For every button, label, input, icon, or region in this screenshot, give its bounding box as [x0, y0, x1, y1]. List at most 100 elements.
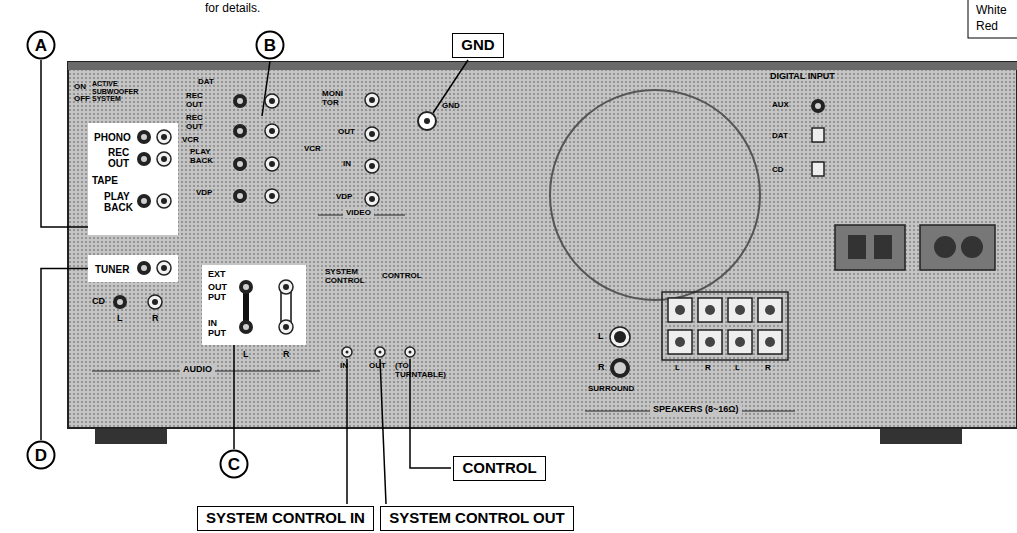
jack-label: TAPE: [92, 175, 118, 186]
callout-text: SYSTEM CONTROL OUT: [389, 510, 565, 527]
panel-label: SPEAKERS (8~16Ω): [650, 405, 742, 415]
rca-jack: [365, 93, 379, 107]
callout-box: CONTROL: [453, 456, 546, 481]
rca-jack-pin: [237, 193, 243, 199]
callout-circle-outline: [221, 451, 248, 478]
speaker-terminal-screw: [705, 305, 715, 315]
rca-jack-pin: [614, 362, 626, 374]
page-text: for details.: [205, 2, 260, 15]
jack-label: OUT PUT: [208, 283, 236, 303]
rca-jack: [137, 261, 151, 275]
jack-group-box: EXTOUT PUTIN PUT: [202, 265, 306, 345]
digital-optical-jack: [812, 128, 824, 142]
leader-line-path: [41, 269, 88, 441]
rca-jack: [233, 94, 247, 108]
callout-box: SYSTEM CONTROL OUT: [380, 506, 574, 531]
top-table-outline: [968, 0, 1017, 38]
ac-outlet: [920, 225, 995, 270]
callout-circle-outline: [28, 442, 55, 469]
panel-label: SYSTEM CONTROL: [325, 268, 373, 286]
rca-jack: [610, 358, 630, 378]
rca-jack-pin: [161, 265, 167, 271]
speaker-terminal-frame: [662, 292, 788, 360]
callout-letter: C: [219, 449, 249, 479]
rca-jack-pin: [237, 161, 243, 167]
jack-label: PLAY BACK: [104, 191, 138, 213]
ac-outlet: [835, 225, 905, 270]
speaker-terminal: [728, 330, 752, 354]
panel-body: [68, 62, 1017, 428]
speaker-terminal-screw: [735, 337, 745, 347]
jack-label: EXT: [208, 270, 226, 280]
speaker-terminal: [758, 330, 782, 354]
rca-jack: [375, 347, 385, 357]
speaker-terminal-screw: [675, 337, 685, 347]
rca-jack-pin: [369, 163, 375, 169]
panel-label: IN: [343, 160, 351, 169]
callout-box: SYSTEM CONTROL IN: [197, 506, 374, 531]
ac-outlet-socket: [934, 236, 956, 258]
panel-label: OUT: [369, 362, 386, 371]
callout-letter: A: [26, 30, 56, 60]
fan-grille: [550, 90, 760, 300]
callout-letter: B: [255, 30, 285, 60]
panel-label: R: [598, 363, 605, 373]
speaker-terminal: [758, 298, 782, 322]
rca-jack: [265, 94, 279, 108]
callout-letter: D: [26, 440, 56, 470]
panel-label: AUDIO: [180, 365, 215, 375]
digital-optical-jack: [812, 162, 824, 176]
rca-jack: [342, 347, 352, 357]
rca-jack-pin: [161, 156, 167, 162]
speaker-terminal: [728, 298, 752, 322]
callout-box: GND: [452, 33, 504, 58]
rca-jack: [811, 99, 825, 113]
rca-jack: [148, 295, 162, 309]
panel-label: DAT: [198, 78, 214, 87]
panel-label: GND: [442, 102, 460, 111]
rca-jack: [157, 261, 171, 275]
panel-label: R: [765, 364, 771, 373]
panel-label: REC OUT: [186, 92, 212, 110]
rca-jack-pin: [141, 156, 147, 162]
panel-label: ACTIVE SUBWOOFER SYSTEM: [92, 80, 154, 103]
jack-label: TUNER: [95, 264, 129, 275]
panel-label: ON: [74, 83, 86, 92]
panel-label: VDP: [336, 193, 352, 202]
rca-jack: [137, 152, 151, 166]
panel-label: REC OUT: [186, 114, 212, 132]
panel-label: L: [117, 314, 123, 324]
rca-jack-pin: [152, 299, 158, 305]
panel-label: IN: [340, 362, 348, 371]
panel-label: R: [152, 314, 159, 324]
rca-jack-pin: [141, 198, 147, 204]
rca-jack-pin: [161, 134, 167, 140]
rca-jack-pin: [283, 284, 289, 290]
panel-label: DAT: [772, 132, 788, 141]
panel-label: CD: [92, 297, 105, 307]
ac-outlet-socket: [961, 236, 983, 258]
rca-jack: [610, 327, 630, 347]
rca-jack-pin: [283, 324, 289, 330]
leader-line: [234, 345, 235, 449]
rca-jack-pin: [243, 284, 249, 290]
leader-line-path: [233, 345, 235, 449]
speaker-terminal: [668, 298, 692, 322]
rca-jack-pin: [614, 331, 626, 343]
jack-group: [113, 93, 825, 378]
panel-label: VCR: [304, 145, 321, 154]
rca-jack: [279, 320, 293, 334]
leader-line: [41, 60, 88, 227]
rca-jack-pin: [379, 351, 382, 354]
rca-jack-pin: [141, 134, 147, 140]
leader-line: [346, 359, 348, 504]
jack-label: REC OUT: [108, 147, 138, 169]
panel-label: (TO TURNTABLE): [395, 362, 451, 380]
rca-jack-pin: [269, 128, 275, 134]
panel-label: AUX: [772, 101, 789, 110]
rca-jack-pin: [141, 265, 147, 271]
rca-jack: [157, 130, 171, 144]
panel-label: CONTROL: [382, 272, 422, 281]
rca-jack: [265, 157, 279, 171]
panel-label: L: [675, 364, 680, 373]
